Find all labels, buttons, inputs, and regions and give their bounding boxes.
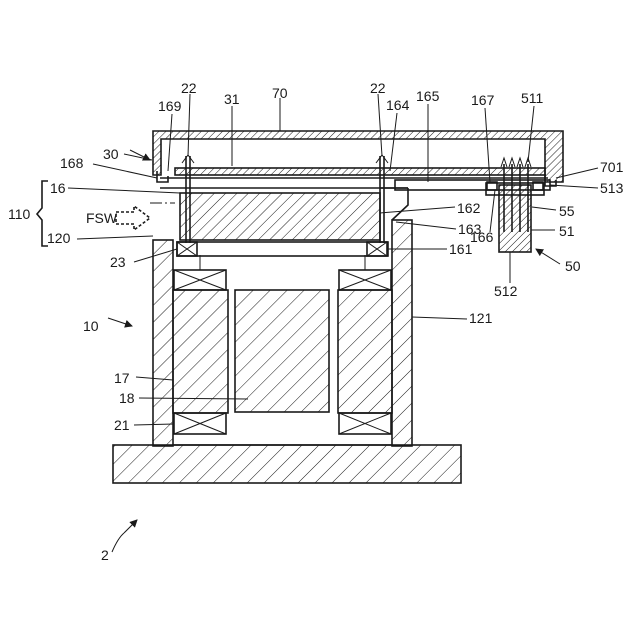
label-162: 162 [457,200,481,216]
pin-22-left-head [182,155,194,163]
label-22-left: 22 [181,80,197,96]
label-22-right: 22 [370,80,386,96]
base-plate [113,445,461,483]
label-164: 164 [386,97,410,113]
seal-block-right-x [367,242,387,256]
coil-right-top-spool-x [339,270,391,290]
label-21: 21 [114,417,130,433]
label-2: 2 [101,547,109,563]
label-169: 169 [158,98,182,114]
label-10: 10 [83,318,99,334]
label-70: 70 [272,85,288,101]
label-701: 701 [600,159,624,175]
coil-left-top-spool-x [174,270,226,290]
label-50: 50 [565,258,581,274]
housing-left-wall [153,240,173,446]
label-16: 16 [50,180,66,196]
label-120: 120 [47,230,71,246]
label-18: 18 [119,390,135,406]
label-110: 110 [8,206,31,222]
coil-left [173,290,228,413]
label-167: 167 [471,92,495,108]
stage-block [180,193,380,240]
label-512: 512 [494,283,518,299]
seal-block-left-x [177,242,197,256]
label-166: 166 [470,229,494,245]
label-161: 161 [449,241,473,257]
plate-23 [177,242,388,256]
label-168: 168 [60,155,84,171]
label-17: 17 [114,370,130,386]
label-30: 30 [103,146,119,162]
coil-left-bottom-spool-x [174,413,226,434]
center-core [235,290,329,412]
label-fsw: FSW [86,210,118,226]
label-165: 165 [416,88,440,104]
label-513: 513 [600,180,624,196]
coil-right [338,290,392,413]
coil-right-bottom-spool-x [339,413,391,434]
ledge-163 [392,188,408,220]
fsw-arrow [116,206,150,230]
label-121: 121 [469,310,493,326]
housing-right-wall [392,220,412,446]
label-31: 31 [224,91,240,107]
label-511: 511 [521,90,544,106]
label-23: 23 [110,254,126,270]
label-55: 55 [559,203,575,219]
pin-22-right-head [376,155,388,163]
label-51: 51 [559,223,575,239]
